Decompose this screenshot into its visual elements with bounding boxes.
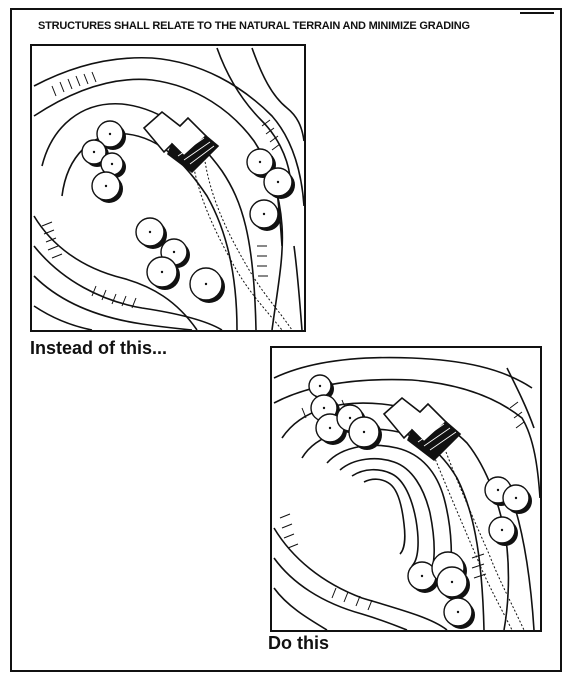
driveway (433, 451, 525, 630)
tree-symbol (502, 484, 532, 514)
tree-symbol (249, 199, 281, 231)
instead-caption: Instead of this... (30, 338, 168, 358)
tree-symbol (135, 217, 167, 249)
tree-symbol (146, 256, 180, 290)
house-footprint (142, 110, 220, 174)
grading-hatch (41, 71, 281, 309)
do-panel (270, 346, 542, 632)
tree-symbol (96, 120, 126, 150)
tree-symbol (263, 167, 295, 199)
do-caption: Do this (268, 633, 329, 653)
tree-symbol (91, 171, 123, 203)
tree-symbol (436, 566, 470, 600)
tree-symbol (189, 267, 225, 303)
instead-panel (30, 44, 306, 332)
driveway (191, 153, 293, 330)
house-footprint (382, 396, 462, 462)
page-border (10, 8, 562, 672)
tree-symbol (488, 516, 518, 546)
trees-2 (308, 374, 532, 629)
instead-site-plan (33, 47, 304, 330)
tree-symbol (308, 374, 334, 400)
title-rule (520, 12, 554, 14)
trees-1 (81, 120, 295, 303)
tree-symbol (443, 597, 475, 629)
page-title: STRUCTURES SHALL RELATE TO THE NATURAL T… (38, 20, 470, 32)
do-site-plan (273, 356, 540, 630)
tree-symbol (348, 416, 382, 450)
